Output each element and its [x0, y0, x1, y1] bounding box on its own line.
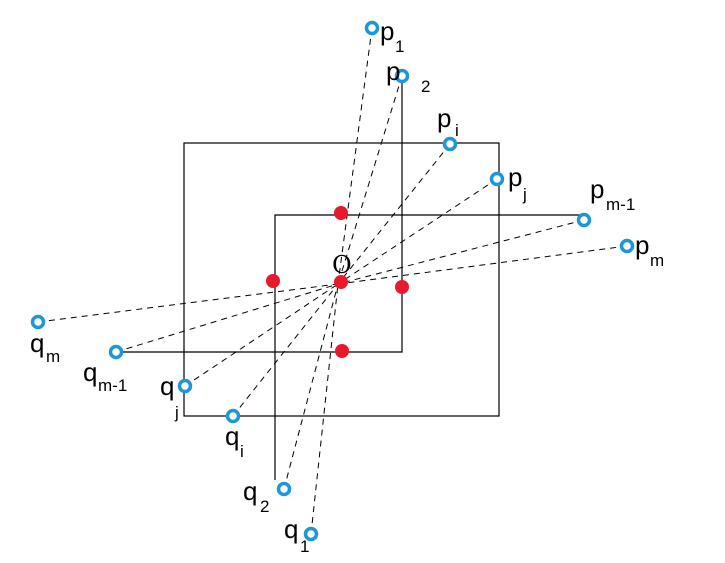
ray-pm1	[337, 219, 585, 285]
label-sub-pi: i	[455, 121, 459, 140]
point-qj	[177, 378, 193, 394]
label-sub-qm: m	[46, 347, 60, 366]
ray-pi	[337, 143, 451, 285]
point-q2	[276, 481, 292, 497]
center-label: O	[332, 251, 352, 279]
label-qj: q	[160, 371, 174, 401]
label-pm1: p	[590, 174, 604, 204]
ray-p1	[337, 27, 373, 285]
intersection-dot-3	[334, 275, 348, 289]
label-sub-p2: 2	[421, 77, 430, 96]
ray-pm	[337, 245, 628, 285]
inner-rect-b	[115, 82, 403, 353]
point-pm	[619, 238, 635, 254]
point-p1	[364, 20, 380, 36]
label-sub-p1: 1	[395, 37, 404, 56]
label-qm1: q	[83, 357, 97, 387]
point-pi	[442, 136, 458, 152]
inner-rect-a	[274, 214, 583, 480]
ray-qi	[232, 283, 339, 417]
ray-qj	[184, 283, 339, 387]
label-q1: q	[284, 514, 298, 544]
label-sub-pm: m	[650, 251, 664, 270]
label-sub-pj: j	[522, 185, 527, 204]
label-pm: p	[635, 230, 649, 260]
ray-qm1	[115, 283, 339, 353]
label-qi: q	[225, 421, 239, 451]
label-qm: q	[30, 328, 44, 358]
ray-q1	[310, 283, 339, 535]
point-qi	[225, 408, 241, 424]
label-q2: q	[243, 476, 257, 506]
ray-pj	[337, 178, 498, 285]
label-pj: p	[508, 162, 522, 192]
label-sub-q1: 1	[300, 537, 309, 556]
point-pm1	[576, 212, 592, 228]
point-q1	[303, 526, 319, 542]
label-sub-pm1: m-1	[606, 195, 635, 214]
label-sub-qm1: m-1	[98, 376, 127, 395]
label-sub-q2: 2	[260, 497, 269, 516]
label-sub-qj: j	[174, 403, 179, 422]
ray-q2	[283, 283, 339, 490]
ray-p2	[337, 75, 403, 285]
point-p2	[394, 68, 410, 84]
intersection-dot-4	[395, 280, 409, 294]
ray-qm	[37, 283, 339, 323]
intersection-dot-1	[334, 206, 348, 220]
intersection-dot-5	[335, 344, 349, 358]
point-qm	[30, 314, 46, 330]
point-qm1	[108, 344, 124, 360]
point-pj	[489, 171, 505, 187]
intersection-dot-2	[266, 274, 280, 288]
label-p2: p	[386, 56, 400, 86]
label-p1: p	[380, 16, 394, 46]
label-sub-qi: i	[240, 442, 244, 461]
label-pi: p	[437, 103, 451, 133]
outer-square	[183, 142, 500, 417]
